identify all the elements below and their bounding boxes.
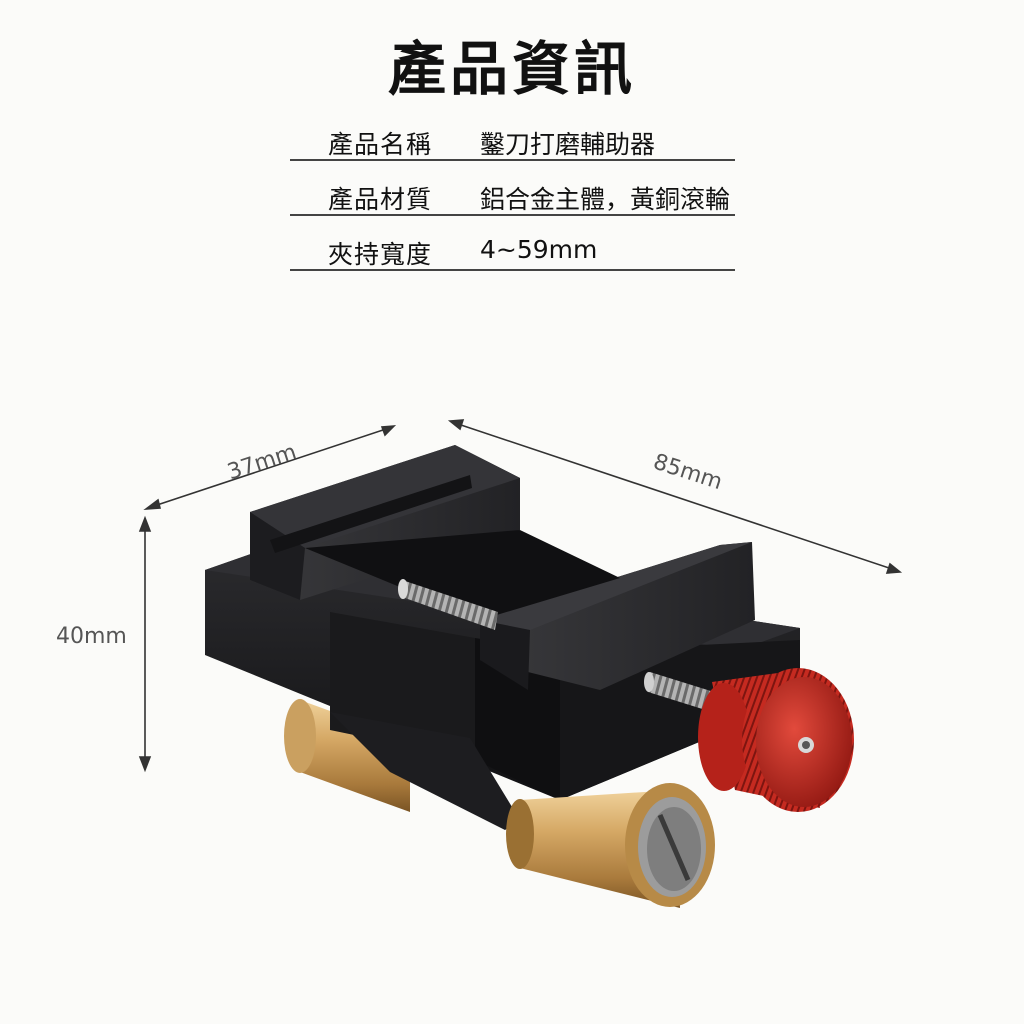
spec-row-name: 產品名稱 鑿刀打磨輔助器: [290, 116, 770, 171]
spec-value: 鑿刀打磨輔助器: [480, 130, 656, 159]
brass-roller-back: [284, 699, 410, 812]
red-knob: [698, 668, 854, 812]
dimension-width-label: 37mm: [224, 440, 299, 486]
dimension-length-line: [447, 419, 903, 574]
spec-row-width: 夾持寬度 4~59mm: [290, 226, 770, 281]
dimension-height-label: 40mm: [56, 624, 127, 649]
dimension-length-label: 85mm: [650, 450, 725, 496]
dimension-width-line: [143, 425, 397, 510]
spec-label: 產品材質: [328, 185, 433, 214]
spec-table: 產品名稱 鑿刀打磨輔助器 產品材質 鋁合金主體，黃銅滾輪 夾持寬度 4~59mm: [290, 116, 770, 281]
brass-roller-front: [506, 783, 715, 908]
dimension-height-line: [138, 515, 152, 773]
spec-divider: [290, 214, 735, 216]
spec-value: 4~59mm: [480, 235, 598, 264]
spec-divider: [290, 269, 735, 271]
clamp-body: [205, 445, 800, 830]
spec-label: 產品名稱: [328, 130, 433, 159]
spec-row-material: 產品材質 鋁合金主體，黃銅滾輪: [290, 171, 770, 226]
page-title: 產品資訊: [387, 35, 636, 103]
spec-label: 夾持寬度: [328, 240, 433, 269]
center-screw: [398, 579, 498, 630]
spec-value: 鋁合金主體，黃銅滾輪: [480, 185, 731, 214]
spec-divider: [290, 159, 735, 161]
side-screw: [644, 672, 714, 712]
